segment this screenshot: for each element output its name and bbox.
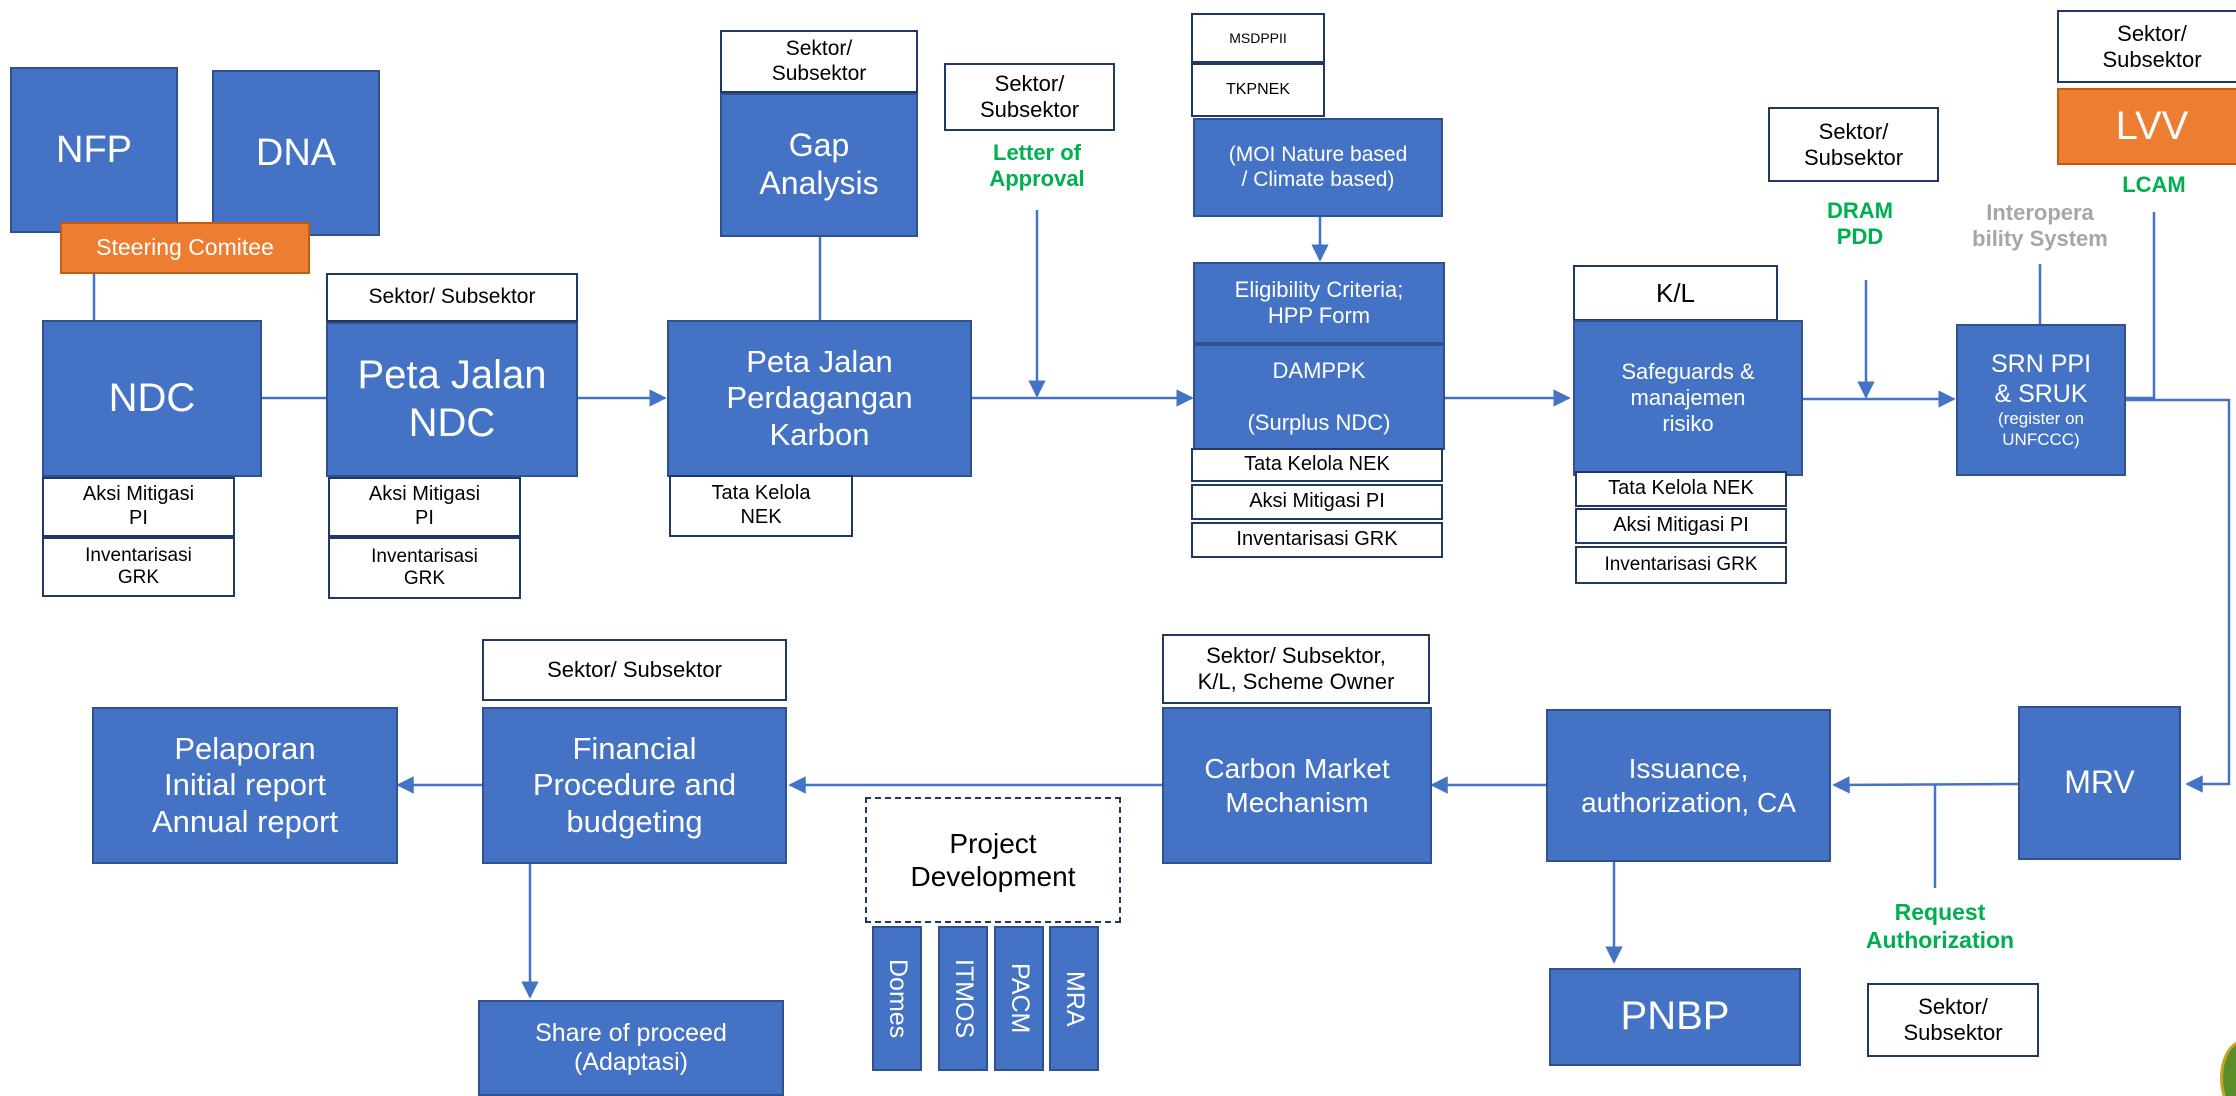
steering-comitee-box: Steering Comitee [60, 222, 310, 274]
moi-box: (MOI Nature based / Climate based) [1193, 118, 1443, 217]
peta-ndc-aksi-box: Aksi Mitigasi PI [328, 477, 521, 537]
share-of-proceed-box: Share of proceed (Adaptasi) [478, 1000, 784, 1096]
karbon-tata-kelola-box: Tata Kelola NEK [669, 475, 853, 537]
srn-ppi-title: SRN PPI & SRUK [1990, 350, 2092, 408]
peta-jalan-ndc-box: Peta Jalan NDC [326, 322, 578, 477]
dram-pdd-label: DRAM PDD [1827, 198, 1893, 250]
pd-item-domes: Domes [872, 926, 922, 1071]
pelaporan-box: Pelaporan Initial report Annual report [92, 707, 398, 864]
pnbp-box: PNBP [1549, 968, 1801, 1066]
peta-ndc-inventarisasi-box: Inventarisasi GRK [328, 537, 521, 599]
mrv-box: MRV [2018, 706, 2181, 860]
damppk-aksi-box: Aksi Mitigasi PI [1191, 484, 1443, 520]
damppk-inventarisasi-box: Inventarisasi GRK [1191, 522, 1443, 558]
srn-to-mrv-arrow [2118, 398, 2231, 793]
cmm-sektor-box: Sektor/ Subsektor, K/L, Scheme Owner [1162, 634, 1430, 704]
gap-sektor-box: Sektor/ Subsektor [720, 30, 918, 93]
financial-procedure-box: Financial Procedure and budgeting [482, 707, 787, 864]
carbon-market-mechanism-box: Carbon Market Mechanism [1162, 707, 1432, 864]
safeguards-inventarisasi-box: Inventarisasi GRK [1575, 546, 1787, 584]
msdppii-box: MSDPPII [1191, 13, 1325, 63]
request-authorization-label: Request Authorization [1865, 899, 2015, 953]
request-sektor-box: Sektor/ Subsektor [1867, 983, 2039, 1057]
pd-item-mra: MRA [1049, 926, 1099, 1071]
nfp-box: NFP [10, 67, 178, 233]
project-development-box: Project Development [865, 797, 1121, 923]
pd-item-itmos: ITMOS [938, 926, 988, 1071]
letter-of-approval-label: Letter of Approval [989, 140, 1085, 192]
srn-ppi-box: SRN PPI & SRUK (register on UNFCCC) [1956, 324, 2126, 476]
eligibility-criteria-box: Eligibility Criteria; HPP Form [1193, 262, 1445, 344]
tkpnek-box: TKPNEK [1191, 63, 1325, 117]
kl-box: K/L [1573, 265, 1778, 321]
ndc-box: NDC [42, 320, 262, 477]
peta-ndc-sektor-box: Sektor/ Subsektor [326, 273, 578, 322]
damppk-tata-kelola-box: Tata Kelola NEK [1191, 448, 1443, 482]
safeguards-box: Safeguards & manajemen risiko [1573, 320, 1803, 476]
ndc-aksi-box: Aksi Mitigasi PI [42, 477, 235, 537]
dna-box: DNA [212, 70, 380, 236]
lcam-line [2118, 212, 2156, 400]
lvv-sektor-box: Sektor/ Subsektor [2057, 10, 2236, 83]
dram-sektor-box: Sektor/ Subsektor [1768, 107, 1939, 182]
srn-ppi-note: (register on UNFCCC) [1998, 409, 2084, 449]
lcam-label: LCAM [2122, 172, 2186, 197]
pd-item-pacm: PACM [994, 926, 1044, 1071]
issuance-box: Issuance, authorization, CA [1546, 709, 1831, 862]
gap-analysis-box: Gap Analysis [720, 93, 918, 237]
lvv-box: LVV [2057, 88, 2236, 165]
ndc-inventarisasi-box: Inventarisasi GRK [42, 537, 235, 597]
financial-sektor-box: Sektor/ Subsektor [482, 639, 787, 701]
safeguards-tata-kelola-box: Tata Kelola NEK [1575, 471, 1787, 507]
mrv-to-issuance-arrow [1832, 776, 2019, 794]
damppk-box: DAMPPK (Surplus NDC) [1193, 344, 1445, 450]
peta-jalan-karbon-box: Peta Jalan Perdagangan Karbon [667, 320, 972, 477]
loa-sektor-box: Sektor/ Subsektor [944, 63, 1115, 131]
safeguards-aksi-box: Aksi Mitigasi PI [1575, 508, 1787, 544]
interoperability-label: Interopera bility System [1972, 200, 2108, 252]
